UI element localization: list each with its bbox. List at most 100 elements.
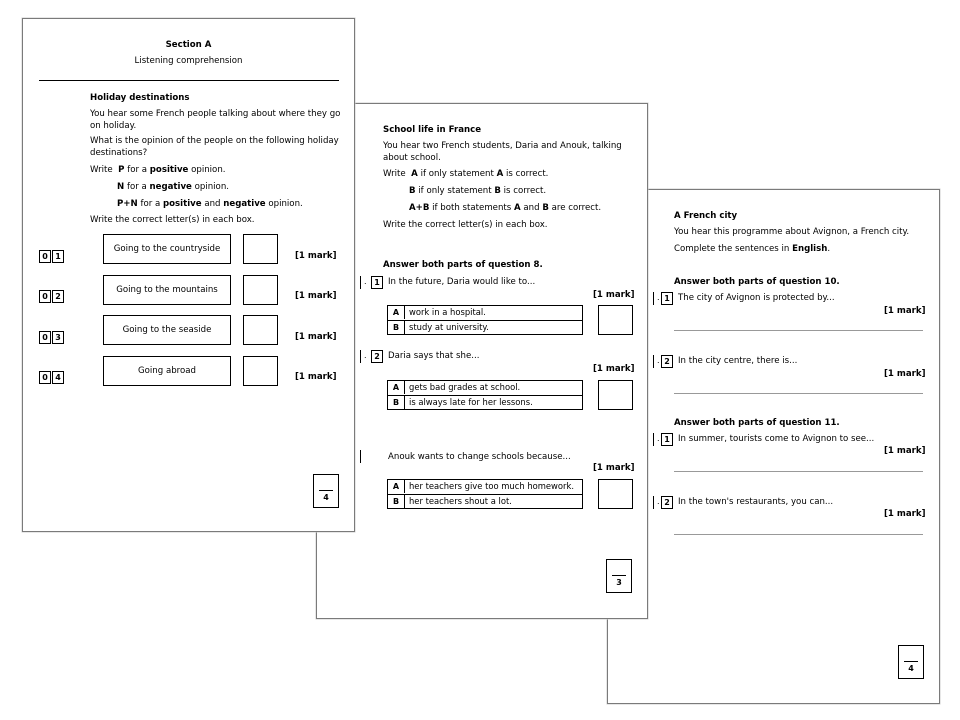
exam-page-1: Section A Listening comprehension Holida… [22, 18, 355, 532]
question-text: What is the opinion of the people on the… [90, 136, 339, 158]
mark-label: [1 mark] [884, 446, 926, 456]
answer-line[interactable] [674, 471, 923, 472]
question-number-box: 2 [661, 496, 673, 509]
dot-marker: . [657, 497, 660, 506]
options-table: A work in a hospital. B study at univers… [387, 305, 583, 335]
answer-box[interactable] [243, 356, 278, 386]
answer-box[interactable] [598, 380, 633, 410]
question-number-digit: 0 [39, 250, 51, 263]
option-letter: B [388, 495, 405, 508]
question-number-box: 1 [371, 276, 383, 289]
answer-line[interactable] [674, 330, 923, 331]
answer-box[interactable] [243, 315, 278, 345]
instruction-p: Write P for a positive opinion. [90, 165, 226, 175]
option-text: her teachers shout a lot. [409, 496, 512, 506]
dot-marker: . [657, 434, 660, 443]
question-number-digit: 2 [52, 290, 64, 303]
dot-marker: . [364, 277, 367, 286]
intro-text: You hear some French people talking abou… [90, 109, 341, 131]
margin-tick [360, 350, 361, 363]
margin-tick [653, 433, 654, 446]
option-row[interactable]: A her teachers give too much homework. [388, 480, 582, 493]
mark-label: [1 mark] [295, 332, 337, 342]
dot-marker: . [657, 293, 660, 302]
destination-label: Going to the seaside [122, 325, 212, 335]
page-total-box[interactable]: 3 [606, 559, 632, 593]
exam-page-3: A French city You hear this programme ab… [607, 189, 940, 704]
page-total: 4 [323, 493, 329, 502]
destination-label-box: Going to the seaside [103, 315, 231, 345]
intro-text: You hear this programme about Avignon, a… [674, 227, 910, 237]
option-letter: B [388, 396, 405, 409]
destination-label: Going abroad [138, 366, 196, 376]
question-stem: Anouk wants to change schools because... [388, 452, 571, 462]
margin-tick [653, 292, 654, 305]
complete-instruction: Complete the sentences in English. [674, 244, 831, 254]
instruction-b: B if only statement B is correct. [409, 186, 547, 196]
exam-page-2: School life in France You hear two Frenc… [316, 103, 648, 619]
mark-label: [1 mark] [593, 290, 635, 300]
answer-line[interactable] [674, 534, 923, 535]
option-letter: B [388, 321, 405, 334]
score-blank [612, 575, 626, 576]
page-total: 3 [616, 578, 622, 587]
option-row[interactable]: A work in a hospital. [388, 306, 582, 319]
option-text: gets bad grades at school. [409, 382, 521, 392]
section-subtitle: Listening comprehension [134, 56, 243, 66]
mark-label: [1 mark] [295, 291, 337, 301]
option-row[interactable]: B her teachers shout a lot. [388, 494, 582, 508]
margin-tick [653, 496, 654, 509]
question-number-digit: 0 [39, 331, 51, 344]
section-divider [39, 80, 339, 81]
page-total-box[interactable]: 4 [313, 474, 339, 508]
instruction-pn: P+N for a positive and negative opinion. [117, 199, 303, 209]
options-table: A her teachers give too much homework. B… [387, 479, 583, 509]
instruction-n: N for a negative opinion. [117, 182, 229, 192]
option-text: is always late for her lessons. [409, 397, 533, 407]
destination-label: Going to the mountains [116, 285, 218, 295]
section-title: Section A [165, 40, 212, 50]
answer-box[interactable] [243, 275, 278, 305]
destination-label: Going to the countryside [113, 244, 221, 254]
answer-box[interactable] [598, 305, 633, 335]
topic-title: A French city [674, 211, 738, 221]
margin-tick [360, 276, 361, 289]
score-blank [904, 661, 918, 662]
instruction-ab: A+B if both statements A and B are corre… [409, 203, 602, 213]
margin-tick [360, 450, 361, 463]
answer-box[interactable] [243, 234, 278, 264]
mark-label: [1 mark] [884, 509, 926, 519]
question-stem: Daria says that she... [388, 351, 480, 361]
score-blank [319, 490, 333, 491]
mark-label: [1 mark] [295, 251, 337, 261]
page-total-box[interactable]: 4 [898, 645, 924, 679]
topic-title: Holiday destinations [90, 93, 190, 103]
question-number-digit: 3 [52, 331, 64, 344]
topic-title: School life in France [383, 125, 482, 135]
question-stem: In the town's restaurants, you can... [678, 497, 834, 507]
question-number-box: 2 [371, 350, 383, 363]
answer-box[interactable] [598, 479, 633, 509]
mark-label: [1 mark] [295, 372, 337, 382]
option-row[interactable]: B is always late for her lessons. [388, 395, 582, 409]
question-stem: In summer, tourists come to Avignon to s… [678, 434, 875, 444]
option-letter: A [388, 480, 405, 493]
answer-line[interactable] [674, 393, 923, 394]
instruction-text: Write the correct letter(s) in each box. [90, 215, 255, 225]
question-stem: In the city centre, there is... [678, 356, 798, 366]
dot-marker: . [364, 351, 367, 360]
mark-label: [1 mark] [593, 463, 635, 473]
question-number-digit: 1 [52, 250, 64, 263]
mark-label: [1 mark] [884, 306, 926, 316]
option-row[interactable]: B study at university. [388, 320, 582, 334]
page-total: 4 [908, 664, 914, 673]
question-number-digit: 0 [39, 290, 51, 303]
destination-label-box: Going to the countryside [103, 234, 231, 264]
intro-text: You hear two French students, Daria and … [383, 141, 622, 163]
option-row[interactable]: A gets bad grades at school. [388, 381, 582, 394]
question-number-digit: 0 [39, 371, 51, 384]
instruction-a: Write A if only statement A is correct. [383, 169, 549, 179]
instruction-text: Write the correct letter(s) in each box. [383, 220, 548, 230]
question-number-box: 2 [661, 355, 673, 368]
dot-marker: . [657, 356, 660, 365]
